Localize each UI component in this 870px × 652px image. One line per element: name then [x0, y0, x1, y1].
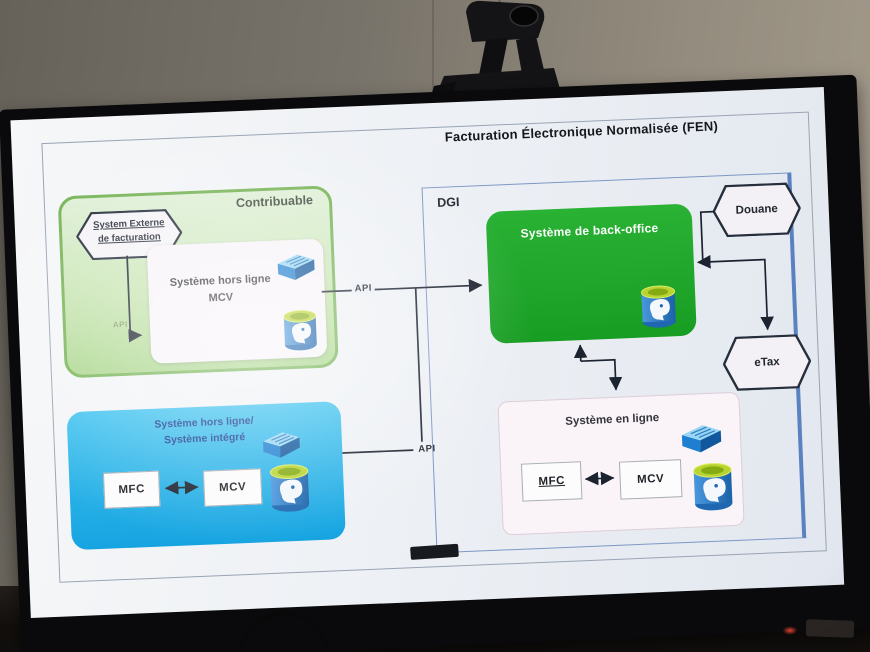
douane-hexagon: Douane: [712, 182, 802, 238]
external-system-label: System Externe de facturation: [92, 217, 165, 246]
tv-screen: Facturation Électronique Normalisée (FEN…: [10, 86, 845, 618]
offline-mcv-box: Système hors ligne MCV: [146, 238, 328, 364]
offline-mcv-label: Système hors ligne MCV: [169, 272, 271, 304]
contribuable-box: Contribuable System Externe de facturati…: [57, 185, 339, 379]
mcv-box: MCV: [202, 468, 263, 507]
power-led-red: [780, 625, 800, 636]
wall-seam: [432, 0, 434, 96]
integrated-system-box: Système hors ligne/ Système intégré MFC …: [66, 401, 346, 551]
api-label-external: API: [112, 319, 128, 330]
api-label-junction: API: [418, 443, 436, 455]
pos-terminal-icon: [262, 431, 301, 459]
tv-frame: Facturation Électronique Normalisée (FEN…: [0, 74, 870, 652]
online-system-box: Système en ligne MFC MCV: [497, 391, 745, 536]
dgi-label: DGI: [436, 195, 460, 210]
tv-stand-foot: [805, 619, 855, 638]
etax-hexagon: eTax: [722, 334, 812, 392]
mfc-box: MFC: [102, 470, 161, 509]
api-label-main: API: [351, 282, 376, 295]
etax-label: eTax: [754, 356, 780, 370]
mcv-box: MCV: [618, 459, 683, 500]
webcam-lens: [509, 5, 539, 27]
postgresql-database-icon: [692, 462, 734, 512]
contribuable-label: Contribuable: [235, 193, 314, 211]
postgresql-database-icon: [269, 463, 310, 513]
postgresql-database-icon: [640, 284, 677, 329]
backoffice-label: Système de back-office: [520, 220, 659, 241]
pos-terminal-icon: [680, 423, 723, 454]
pos-terminal-icon: [276, 253, 316, 282]
backoffice-box: Système de back-office: [485, 203, 697, 344]
postgresql-database-icon: [283, 309, 318, 352]
mfc-box: MFC: [520, 461, 583, 502]
douane-label: Douane: [735, 202, 779, 217]
